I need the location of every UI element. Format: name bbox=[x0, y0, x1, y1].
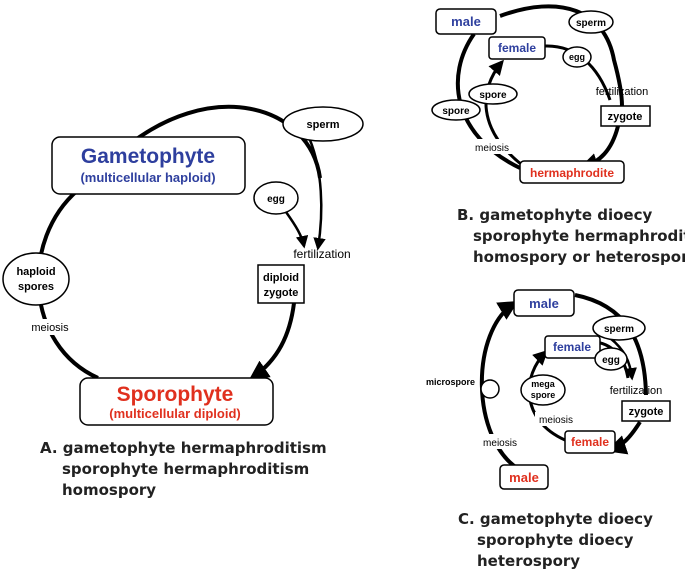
haploid-spores-ellipse bbox=[2, 252, 70, 306]
panel-a-sperm-arrow bbox=[308, 139, 326, 251]
panel-c-male-bottom: male bbox=[509, 470, 539, 485]
panel-b: male sperm female egg spore spore fertil… bbox=[431, 4, 685, 266]
panel-b-male: male bbox=[451, 14, 481, 29]
panel-c-egg-ellipse bbox=[594, 347, 628, 371]
caption-b-line2: sporophyte hermaphroditism bbox=[473, 227, 685, 245]
panel-b-fertilization: fertilization bbox=[596, 86, 649, 98]
panel-c-zygote: zygote bbox=[629, 406, 664, 418]
panel-a-zygote-line2: zygote bbox=[264, 287, 299, 299]
panel-c-meiosis-inner-bg bbox=[535, 412, 577, 426]
panel-c-male-bottom-box bbox=[499, 464, 549, 490]
panel-b-sperm: sperm bbox=[576, 18, 606, 29]
panel-c-megaspore-line1: mega bbox=[531, 379, 556, 389]
sporophyte-box bbox=[79, 377, 274, 426]
panel-c-male-top-box bbox=[513, 289, 575, 317]
panel-a-egg-arrow bbox=[284, 211, 309, 249]
panel-c-female-top: female bbox=[553, 340, 591, 354]
panel-b-hermaphrodite: hermaphrodite bbox=[530, 166, 614, 180]
panel-b-egg-ellipse bbox=[562, 46, 592, 68]
panel-b-spore-inner-ellipse bbox=[468, 83, 518, 105]
panel-c-microspore: microspore bbox=[426, 377, 475, 387]
panel-c-female-top-box bbox=[544, 335, 601, 359]
panel-c-meiosis-outer: meiosis bbox=[483, 438, 517, 449]
panel-b-male-box bbox=[435, 8, 497, 35]
panel-a-meiosis: meiosis bbox=[31, 322, 69, 334]
panel-c: male sperm female egg microspore mega sp… bbox=[426, 289, 671, 570]
panel-c-zygote-box bbox=[621, 400, 671, 422]
panel-a-egg-label: egg bbox=[267, 194, 285, 205]
caption-c-line3: heterospory bbox=[477, 552, 580, 570]
panel-a-meiosis-bg bbox=[30, 319, 78, 335]
panel-a-sperm-label: sperm bbox=[306, 119, 339, 131]
panel-b-spore-outer: spore bbox=[442, 106, 470, 117]
panel-a-zygote-arrow bbox=[248, 302, 296, 381]
panel-b-meiosis: meiosis bbox=[475, 143, 509, 154]
panel-b-zygote-box bbox=[600, 105, 651, 127]
caption-a-line3: homospory bbox=[62, 481, 156, 499]
gametophyte-title: Gametophyte bbox=[81, 145, 215, 168]
gametophyte-box bbox=[51, 136, 246, 195]
panel-c-meiosis-inner: meiosis bbox=[539, 415, 573, 426]
panel-b-spore-inner: spore bbox=[479, 90, 507, 101]
gametophyte-subtitle: (multicellular haploid) bbox=[80, 170, 215, 185]
caption-a-line2: sporophyte hermaphroditism bbox=[62, 460, 309, 478]
panel-c-female-bottom: female bbox=[571, 435, 609, 449]
panel-b-female: female bbox=[498, 41, 536, 55]
panel-c-sperm-ellipse bbox=[592, 315, 646, 341]
panel-c-male-top: male bbox=[529, 296, 559, 311]
panel-b-spore-outer-ellipse bbox=[431, 99, 481, 121]
panel-a: Gametophyte (multicellular haploid) sper… bbox=[2, 104, 364, 499]
panel-a-egg-ellipse bbox=[253, 181, 299, 215]
panel-c-fertilization: fertilization bbox=[610, 385, 663, 397]
panel-c-meiosis-outer-bg bbox=[478, 434, 522, 449]
caption-c-line2: sporophyte dioecy bbox=[477, 531, 634, 549]
panel-c-megaspore-line2: spore bbox=[531, 390, 556, 400]
panel-a-fertilization: fertilization bbox=[293, 247, 350, 261]
haploid-spores-line1: haploid bbox=[16, 266, 55, 278]
panel-c-sperm: sperm bbox=[604, 324, 634, 335]
panel-a-zygote-line1: diploid bbox=[263, 272, 299, 284]
panel-c-egg: egg bbox=[602, 355, 620, 366]
panel-b-egg: egg bbox=[569, 52, 585, 62]
panel-b-zygote: zygote bbox=[608, 111, 643, 123]
panel-a-cycle-arc bbox=[118, 104, 322, 179]
panel-c-megaspore-ellipse bbox=[520, 374, 566, 406]
caption-a-line1: A. gametophyte hermaphroditism bbox=[40, 439, 327, 457]
panel-b-female-box bbox=[488, 36, 546, 60]
sporophyte-subtitle: (multicellular diploid) bbox=[109, 406, 240, 421]
panel-b-sperm-ellipse bbox=[568, 10, 614, 34]
panel-c-female-bottom-box bbox=[564, 430, 616, 454]
sporophyte-title: Sporophyte bbox=[117, 383, 234, 406]
panel-a-sperm-ellipse bbox=[282, 106, 364, 142]
caption-c-line1: C. gametophyte dioecy bbox=[458, 510, 653, 528]
panel-b-hermaphrodite-box bbox=[519, 160, 625, 184]
haploid-spores-line2: spores bbox=[18, 281, 54, 293]
panel-b-meiosis-bg bbox=[470, 139, 514, 154]
caption-b-line1: B. gametophyte dioecy bbox=[457, 206, 653, 224]
panel-a-zygote-box bbox=[257, 264, 305, 304]
panel-b-outer-cycle bbox=[499, 4, 624, 107]
panel-c-microspore-ellipse bbox=[480, 379, 500, 399]
caption-b-line3: homospory or heterospory bbox=[473, 248, 685, 266]
